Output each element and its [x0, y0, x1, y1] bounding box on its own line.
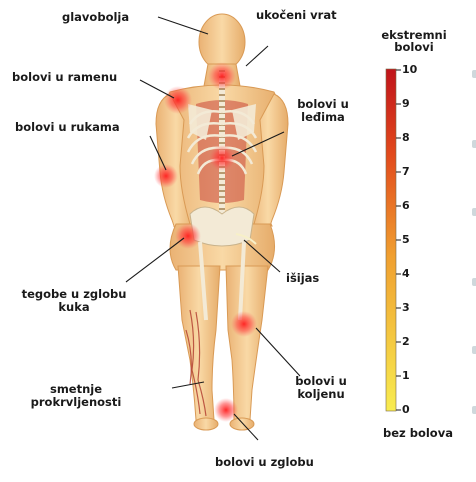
scale-tick-8: 8	[402, 131, 410, 144]
pain-spot-knee	[231, 311, 257, 337]
label-knee-pain: bolovi u koljenu	[284, 375, 358, 401]
label-hip-joint: tegobe u zglobu kuka	[12, 288, 136, 314]
scale-tick-9: 9	[402, 97, 410, 110]
edge-mark	[472, 208, 476, 216]
label-hip-joint-line2: kuka	[12, 301, 136, 314]
scale-title: ekstremni bolovi	[380, 29, 448, 53]
edge-mark	[472, 140, 476, 148]
scale-tick-10: 10	[402, 63, 417, 76]
label-sciatica: išijas	[286, 272, 319, 285]
pain-scale-bar	[386, 69, 401, 411]
pain-spot-neck	[208, 62, 236, 90]
label-knee-pain-line2: koljenu	[284, 388, 358, 401]
scale-tick-6: 6	[402, 199, 410, 212]
label-circulation: smetnje prokrvljenosti	[18, 383, 134, 409]
scale-tick-5: 5	[402, 233, 410, 246]
pain-spot-ankle	[214, 398, 238, 422]
pain-spot-hip	[175, 223, 201, 249]
edge-mark	[472, 406, 476, 414]
scale-title-line2: bolovi	[380, 41, 448, 53]
label-joint-pain: bolovi u zglobu	[215, 456, 314, 469]
scale-tick-2: 2	[402, 335, 410, 348]
scale-tick-7: 7	[402, 165, 410, 178]
scale-tick-0: 0	[402, 403, 410, 416]
label-shoulder-pain: bolovi u ramenu	[12, 71, 117, 84]
label-back-pain: bolovi u leđima	[286, 98, 360, 124]
scale-bottom-label: bez bolova	[383, 426, 453, 440]
edge-mark	[472, 70, 476, 78]
pain-spot-back	[209, 145, 235, 171]
edge-mark	[472, 278, 476, 286]
label-stiff-neck: ukočeni vrat	[256, 9, 337, 22]
label-circulation-line2: prokrvljenosti	[18, 396, 134, 409]
pain-spot-arm	[154, 164, 178, 188]
label-headache: glavobolja	[62, 11, 129, 24]
label-arm-pain: bolovi u rukama	[15, 121, 120, 134]
edge-mark	[472, 346, 476, 354]
label-back-pain-line2: leđima	[286, 111, 360, 124]
scale-tick-3: 3	[402, 301, 410, 314]
pain-spot-shoulder	[164, 86, 192, 114]
scale-tick-1: 1	[402, 369, 410, 382]
scale-tick-4: 4	[402, 267, 410, 280]
